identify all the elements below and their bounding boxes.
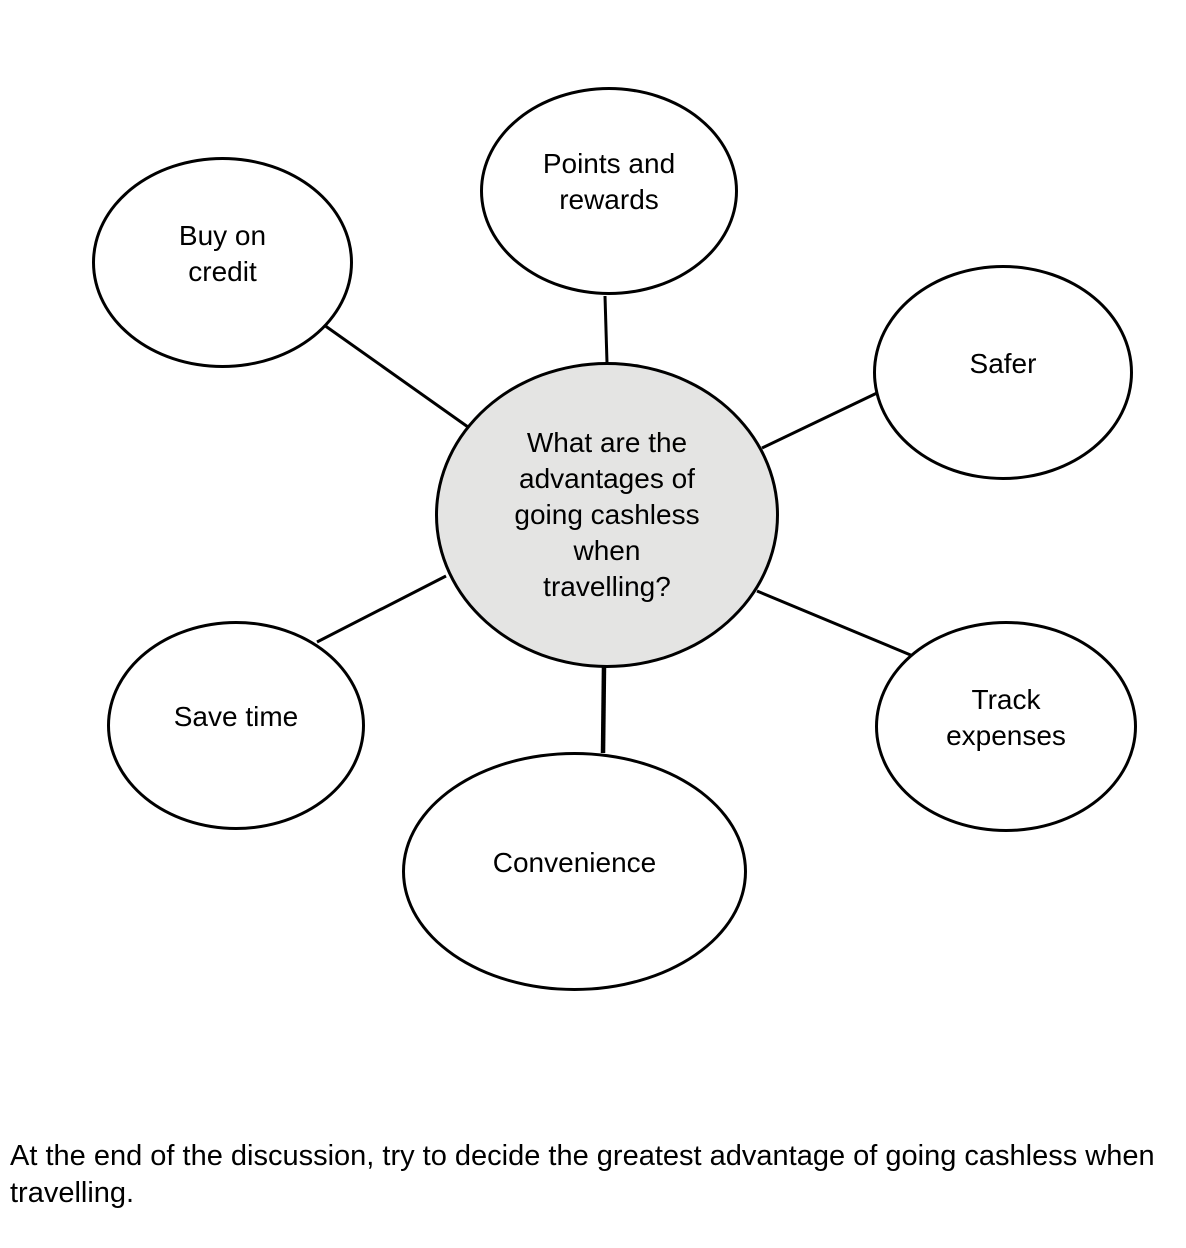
node-track-expenses-label: Track expenses <box>946 683 1066 751</box>
discussion-instruction-text: At the end of the discussion, try to dec… <box>10 1140 1155 1209</box>
node-points-and-rewards-label: Points and rewards <box>542 148 676 215</box>
node-save-time-label: Save time <box>173 700 299 732</box>
node-save-time: Save time <box>107 621 365 830</box>
node-track-expenses: Track expenses <box>875 621 1137 832</box>
central-topic-label: What are the advantages of going cashles… <box>514 427 700 602</box>
connector-points-and-rewards <box>603 295 609 364</box>
central-topic-node: What are the advantages of going cashles… <box>435 362 779 668</box>
node-safer-label: Safer <box>969 347 1037 379</box>
node-buy-on-credit: Buy on credit <box>92 157 353 368</box>
connector-safer <box>761 391 878 450</box>
node-buy-on-credit-label: Buy on credit <box>178 219 267 287</box>
node-convenience-label: Convenience <box>492 846 657 878</box>
node-points-and-rewards: Points and rewards <box>480 87 738 295</box>
connector-buy-on-credit <box>323 323 469 429</box>
connector-convenience <box>600 665 607 754</box>
connector-track-expenses <box>756 589 914 658</box>
node-safer: Safer <box>873 265 1133 480</box>
connector-save-time <box>316 574 447 644</box>
node-convenience: Convenience <box>402 752 747 991</box>
